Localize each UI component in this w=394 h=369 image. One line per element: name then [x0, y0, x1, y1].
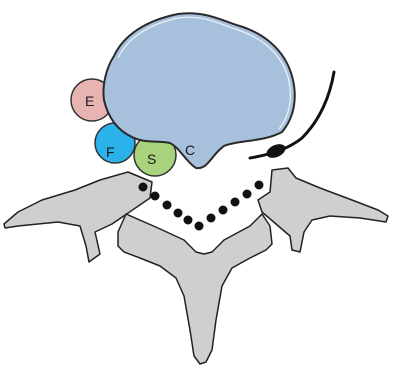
dotted-curve: [139, 181, 264, 231]
vertebra-bone: [258, 168, 388, 252]
needle-tip: [264, 141, 287, 160]
label-s: S: [147, 151, 156, 167]
vertebra-bone: [118, 214, 272, 364]
label-f: F: [106, 144, 115, 160]
label-e: E: [85, 93, 94, 109]
label-c: C: [185, 142, 195, 158]
